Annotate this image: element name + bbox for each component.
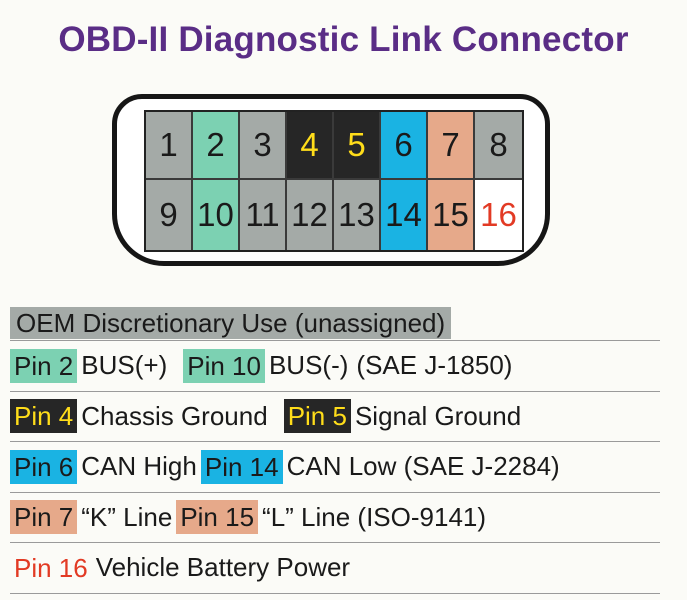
legend-chassis-ground: Chassis Ground	[81, 400, 268, 431]
connector-pin-2: 2	[193, 112, 240, 180]
connector-pin-4: 4	[287, 112, 334, 180]
legend-row-can: Pin 6 CAN High Pin 14 CAN Low (SAE J-228…	[10, 442, 660, 493]
connector-pin-7: 7	[428, 112, 475, 180]
legend-pin-2: Pin 2	[10, 348, 78, 383]
legend-can-low: CAN Low (SAE J-2284)	[286, 451, 560, 482]
pin-legend: OEM Discretionary Use (unassigned) Pin 2…	[10, 306, 660, 594]
legend-l-line: “L” Line (ISO-9141)	[262, 501, 487, 532]
connector-pin-14: 14	[381, 180, 428, 250]
connector-pin-8: 8	[475, 112, 522, 180]
connector-pin-1: 1	[146, 112, 193, 180]
connector-pin-3: 3	[240, 112, 287, 180]
legend-pin-6: Pin 6	[10, 449, 78, 484]
connector-pin-11: 11	[240, 180, 287, 250]
legend-row-oem: OEM Discretionary Use (unassigned)	[10, 306, 660, 341]
connector-pin-13: 13	[334, 180, 381, 250]
page-title: OBD-II Diagnostic Link Connector	[58, 20, 629, 59]
legend-k-line: “K” Line	[81, 501, 173, 532]
connector-pin-5: 5	[334, 112, 381, 180]
legend-pin-4: Pin 4	[10, 399, 78, 434]
legend-signal-ground: Signal Ground	[354, 400, 522, 431]
legend-pin-14: Pin 14	[200, 449, 283, 484]
connector-pin-16: 16	[475, 180, 522, 250]
legend-pin-7: Pin 7	[10, 500, 78, 535]
legend-row-iso: Pin 7 “K” Line Pin 15 “L” Line (ISO-9141…	[10, 493, 660, 543]
legend-row-battery: Pin 16 Vehicle Battery Power	[10, 543, 660, 594]
legend-battery-power: Vehicle Battery Power	[95, 552, 351, 583]
legend-can-high: CAN High	[81, 451, 197, 482]
connector-pin-9: 9	[146, 180, 193, 250]
connector-pin-10: 10	[193, 180, 240, 250]
legend-pin-15: Pin 15	[176, 500, 259, 535]
legend-pin-5: Pin 5	[283, 399, 351, 434]
legend-bus-standard: (SAE J-1850)	[356, 350, 513, 381]
legend-pin-10: Pin 10	[183, 348, 265, 383]
legend-bus-minus: BUS(-)	[268, 350, 349, 381]
legend-bus-plus: BUS(+)	[81, 350, 168, 381]
connector-pin-6: 6	[381, 112, 428, 180]
legend-row-ground: Pin 4 Chassis Ground Pin 5 Signal Ground	[10, 392, 660, 442]
legend-pin-16: Pin 16	[14, 552, 88, 583]
legend-row-bus: Pin 2 BUS(+) Pin 10 BUS(-) (SAE J-1850)	[10, 341, 660, 392]
connector-pin-15: 15	[428, 180, 475, 250]
connector-pin-12: 12	[287, 180, 334, 250]
legend-oem-label: OEM Discretionary Use (unassigned)	[10, 307, 452, 339]
